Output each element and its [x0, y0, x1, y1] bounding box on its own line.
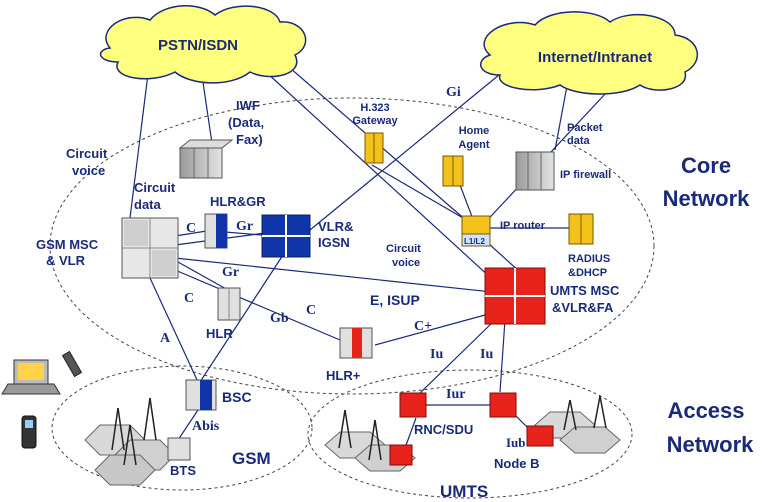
- hlr-label: HLR: [206, 326, 233, 341]
- umts-label: UMTS: [440, 482, 488, 501]
- pstn-cloud: PSTN/ISDN: [99, 5, 307, 84]
- gr-label-2: Gr: [222, 265, 239, 280]
- gb-label: Gb: [270, 311, 289, 326]
- rnc-icon: [399, 392, 427, 418]
- iub-label: Iub: [506, 435, 526, 450]
- umts-ellipse: [307, 369, 633, 499]
- iwf-label-3: Fax): [236, 132, 263, 147]
- umts-cells: [324, 392, 621, 472]
- core-label-1: Core: [681, 153, 731, 178]
- home-agent-label-2: Agent: [458, 139, 490, 151]
- ip-firewall-label: IP firewall: [560, 169, 611, 181]
- gsm-msc-label-1: GSM MSC: [36, 237, 99, 252]
- c-label-3: C: [306, 303, 316, 318]
- vlr-igsn-icon: [261, 214, 311, 258]
- e-isup-label: E, ISUP: [370, 292, 420, 308]
- ip-firewall-icon: [515, 151, 555, 191]
- mobile-handset-icon: [21, 415, 37, 449]
- rnc-label: RNC/SDU: [414, 422, 473, 437]
- gr-label-1: Gr: [236, 219, 253, 234]
- gsm-label: GSM: [232, 449, 271, 468]
- bts-tower-icons: [111, 397, 157, 466]
- circuit-voice-label-1: Circuit: [66, 146, 108, 161]
- iur-label: Iur: [446, 387, 465, 402]
- home-agent-label-1: Home: [459, 125, 490, 137]
- c-plus-label: C+: [414, 319, 432, 334]
- core-network-ellipse: [49, 97, 655, 395]
- ip-router-label: IP router: [500, 220, 546, 232]
- h323-label-2: Gateway: [352, 115, 398, 127]
- gsm-msc-label-2: & VLR: [46, 253, 86, 268]
- h323-label-1: H.323: [360, 102, 389, 114]
- iu-label-2: Iu: [480, 347, 493, 362]
- a-label: A: [160, 331, 171, 346]
- internet-label: Internet/Intranet: [538, 49, 652, 66]
- hlr-gr-label: HLR&GR: [210, 194, 266, 209]
- vlr-igsn-label-2: IGSN: [318, 235, 350, 250]
- c-label-1: C: [186, 221, 196, 236]
- umts-msc-icon: [484, 267, 546, 325]
- iwf-server-icon: [178, 139, 234, 179]
- circuit-voice-mid-label-2: voice: [392, 257, 420, 269]
- hlr-plus-label: HLR+: [326, 368, 361, 383]
- core-label-2: Network: [663, 186, 751, 211]
- circuit-data-label-1: Circuit: [134, 180, 176, 195]
- laptop-icon: [1, 359, 61, 395]
- phone-icon: [61, 350, 83, 378]
- gsm-ellipse: [51, 365, 313, 491]
- bsc-label: BSC: [222, 389, 252, 405]
- abis-label: Abis: [192, 419, 220, 434]
- radius-dhcp-icon: [568, 213, 594, 245]
- umts-msc-label-1: UMTS MSC: [550, 283, 620, 298]
- hlr-plus-icon: [339, 327, 373, 359]
- ip-router-icon: [461, 215, 491, 247]
- rnc-icon-2: [489, 392, 517, 418]
- access-label-2: Network: [667, 432, 755, 457]
- gi-label: Gi: [446, 85, 461, 100]
- radius-label-2: &DHCP: [568, 267, 607, 279]
- circuit-data-label-2: data: [134, 197, 162, 212]
- iu-label-1: Iu: [430, 347, 443, 362]
- hlr-gr-icon: [204, 213, 228, 249]
- iwf-label-2: (Data,: [228, 115, 264, 130]
- bts-label: BTS: [170, 463, 196, 478]
- circuit-voice-label-2: voice: [72, 163, 105, 178]
- radius-label-1: RADIUS: [568, 253, 610, 265]
- packet-data-label-2: data: [567, 135, 591, 147]
- gsm-cells: [84, 397, 191, 486]
- bsc-icon: [185, 379, 217, 411]
- umts-msc-label-2: &VLR&FA: [552, 300, 614, 315]
- iwf-label-1: IWF: [236, 98, 260, 113]
- circuit-voice-mid-label-1: Circuit: [386, 243, 421, 255]
- vlr-igsn-label-1: VLR&: [318, 219, 353, 234]
- h323-gateway-icon: [364, 132, 384, 164]
- node-b-icon-2: [526, 425, 554, 447]
- packet-data-label-1: Packet: [567, 122, 603, 134]
- node-b-label: Node B: [494, 456, 540, 471]
- node-b-icon: [389, 444, 413, 466]
- c-label-2: C: [184, 291, 194, 306]
- umts-tower-icons: [338, 395, 607, 461]
- gsm-msc-icon: [121, 217, 179, 279]
- internet-cloud: Internet/Intranet: [480, 11, 699, 95]
- access-label-1: Access: [667, 398, 744, 423]
- links: [129, 54, 621, 449]
- home-agent-icon: [442, 155, 464, 187]
- hlr-icon: [217, 287, 241, 321]
- bts-icon: [167, 437, 191, 461]
- pstn-label: PSTN/ISDN: [158, 37, 238, 54]
- l1l2-label: L1/L2: [464, 237, 485, 246]
